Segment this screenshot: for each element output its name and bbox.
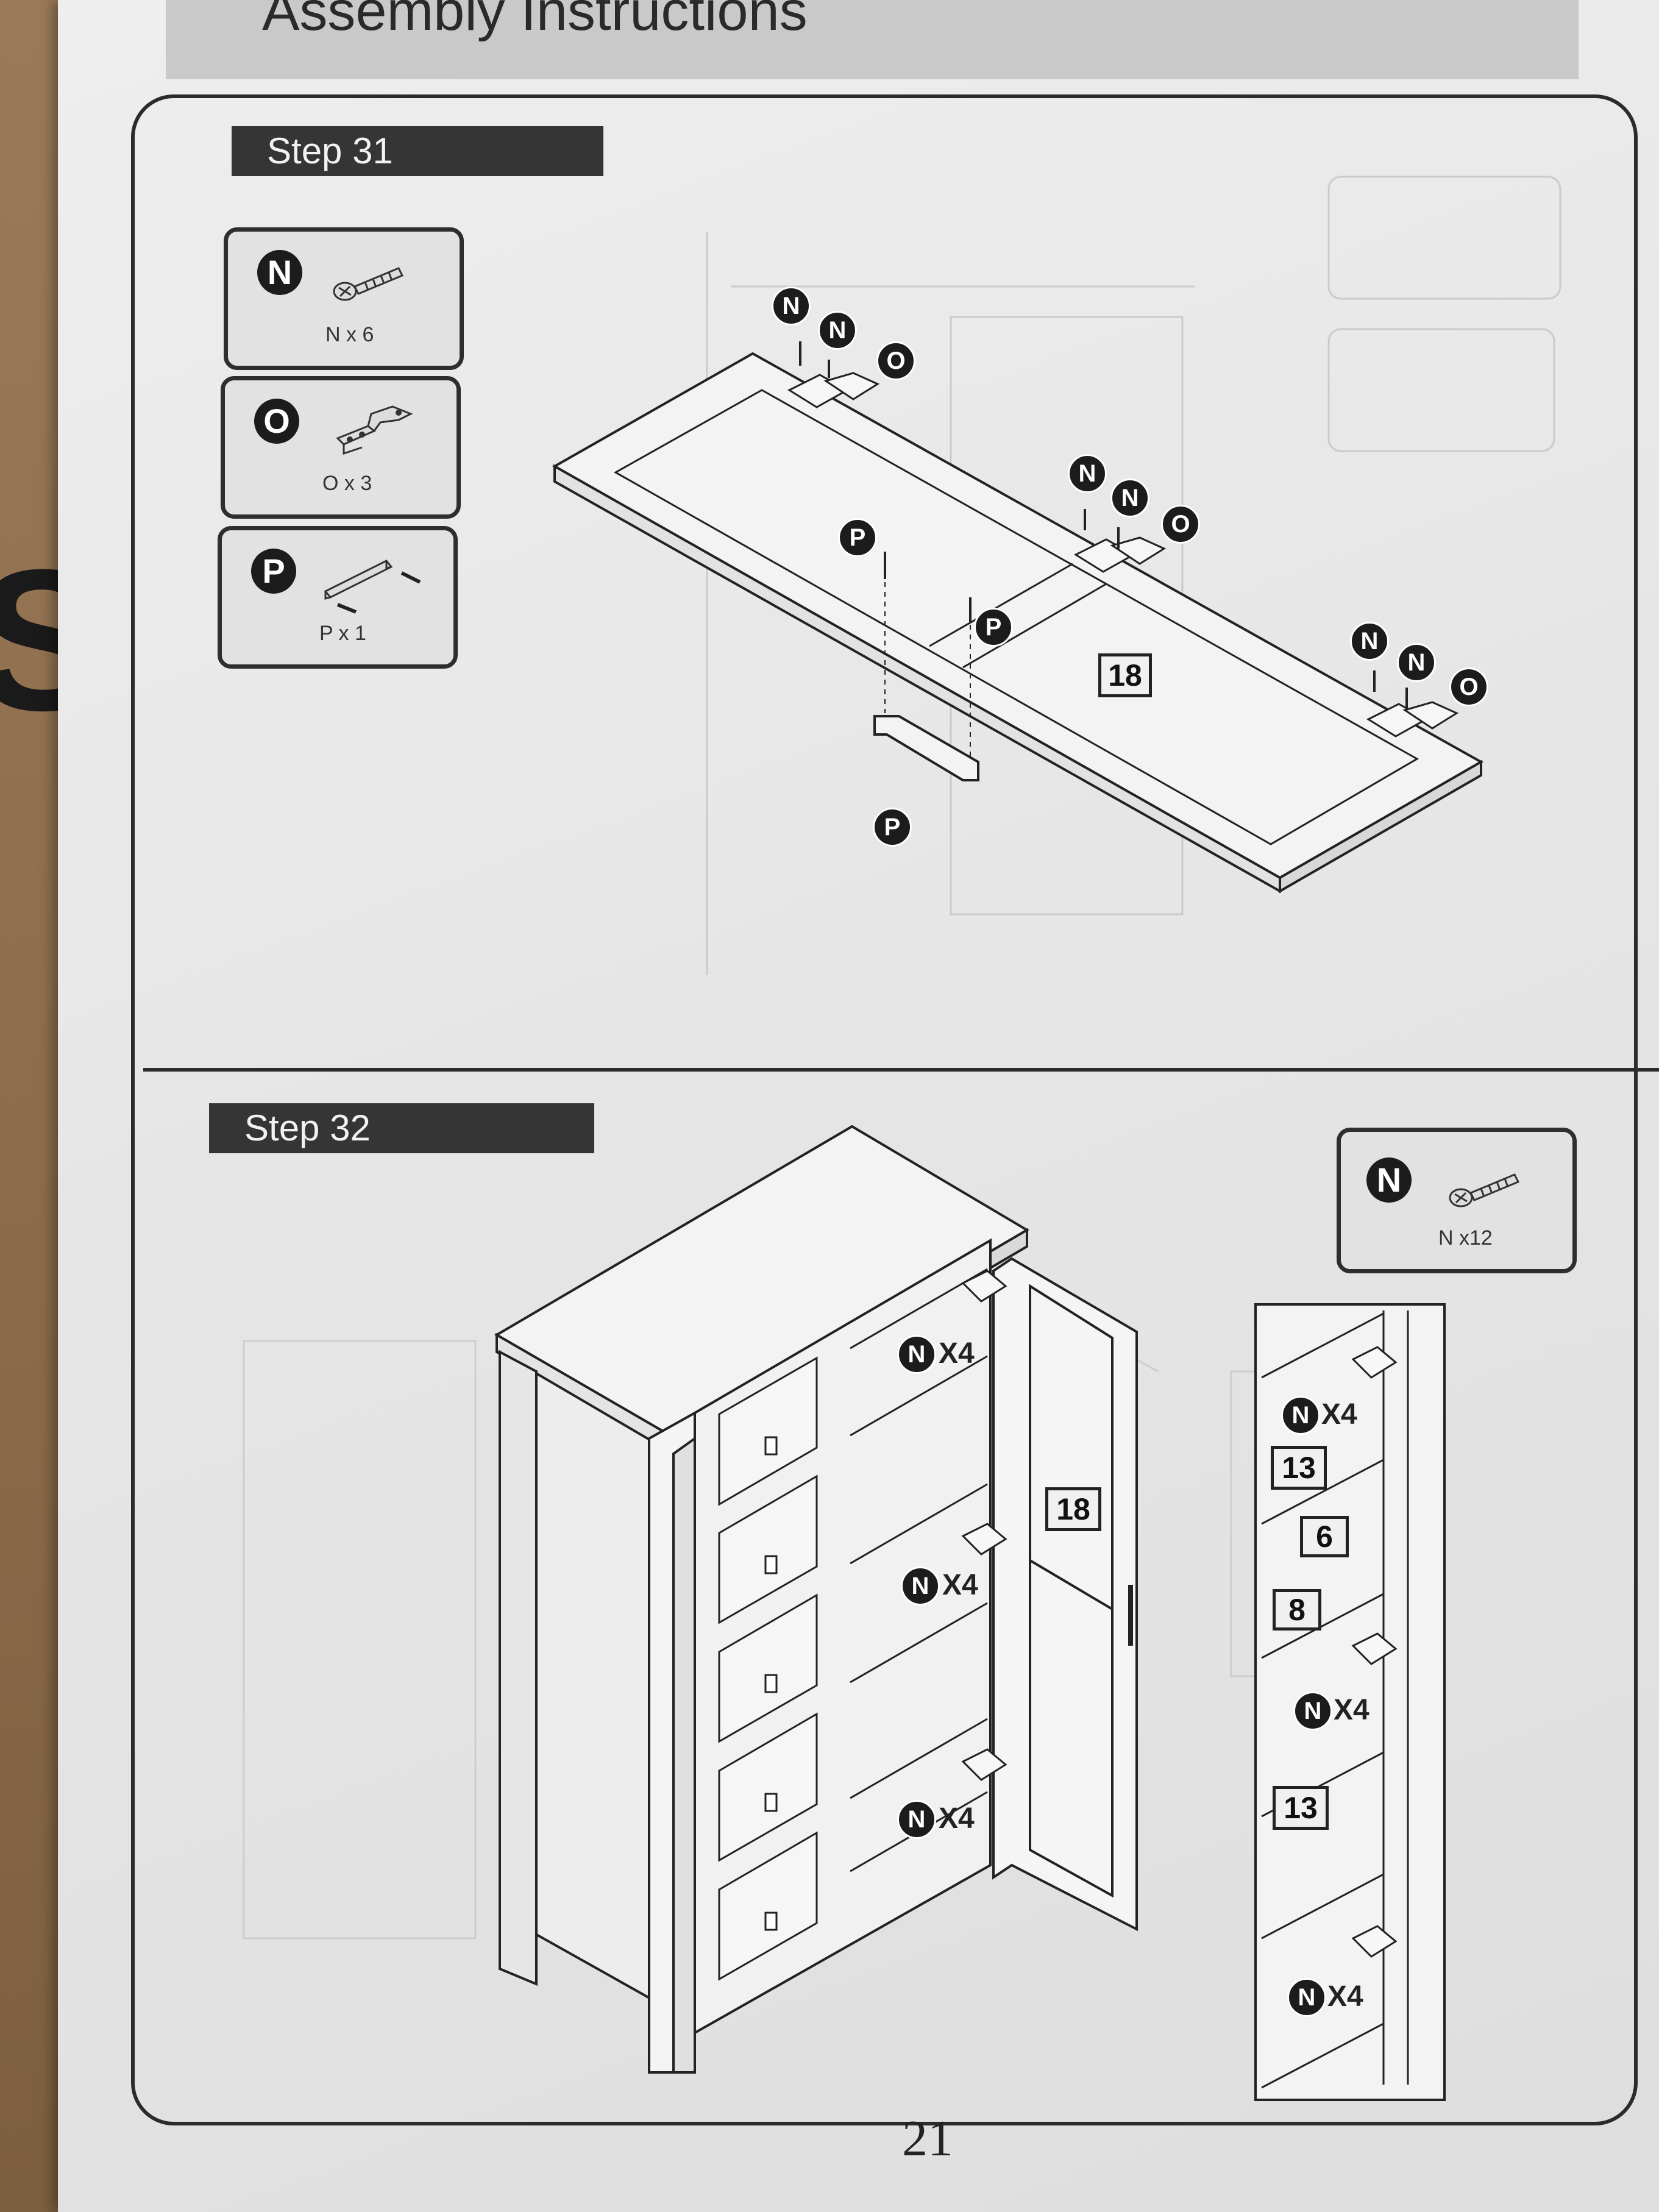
screw-icon [333,267,404,301]
part-letter-n: N [1366,1158,1412,1203]
part-count-p: P x 1 [319,622,366,645]
hinge-icon [336,405,413,455]
detail-panel-8: 8 [1273,1589,1321,1631]
quantity-label: X4 [939,1802,975,1835]
quantity-label: X4 [939,1337,975,1370]
part-box-p: P P x 1 [218,526,458,669]
part-count-n: N x12 [1438,1226,1493,1250]
door-number-18: 18 [1045,1487,1101,1531]
screw-icon [1449,1173,1520,1207]
callout-o: O [1161,505,1200,544]
part-letter-p: P [251,549,296,594]
page-number: 21 [902,2110,953,2167]
quantity-label: X4 [1327,1980,1363,2013]
callout-o: O [1449,667,1488,706]
part-box-o: O O x 3 [221,376,461,519]
detail-panel-13: 13 [1271,1446,1327,1490]
callout-n: N [1281,1396,1320,1435]
callout-n: N [772,286,811,325]
callout-p: P [838,518,877,557]
part-box-n-step32: N N x12 [1337,1128,1577,1273]
quantity-label: X4 [1321,1398,1357,1431]
step-31-label: Step 31 [232,126,603,176]
page-title: Assembly Instructions [262,0,808,42]
callout-n: N [1293,1691,1332,1730]
panel-number-18: 18 [1098,653,1152,697]
detail-panel-6: 6 [1300,1516,1349,1557]
quantity-label: X4 [1334,1694,1369,1726]
part-letter-n: N [257,250,302,295]
callout-n: N [1287,1978,1326,2017]
callout-n: N [901,1567,940,1606]
part-box-n: N N x 6 [224,227,464,370]
callout-o: O [876,341,915,380]
part-letter-o: O [254,399,299,444]
callout-n: N [897,1800,936,1839]
callout-n: N [1397,643,1436,682]
steps-frame [131,94,1638,2125]
callout-n: N [897,1335,936,1374]
handle-icon [324,560,421,614]
callout-n: N [1068,454,1107,493]
header-band [166,0,1579,79]
callout-p: P [873,808,912,847]
callout-n: N [1110,478,1149,517]
callout-p: P [974,608,1013,647]
step-32-label: Step 32 [209,1103,594,1153]
step-divider [143,1068,1659,1072]
callout-n: N [818,311,857,350]
quantity-label: X4 [942,1569,978,1601]
callout-n: N [1350,622,1389,661]
part-count-n: N x 6 [325,323,374,346]
detail-panel-13: 13 [1273,1786,1329,1830]
part-count-o: O x 3 [322,472,372,495]
